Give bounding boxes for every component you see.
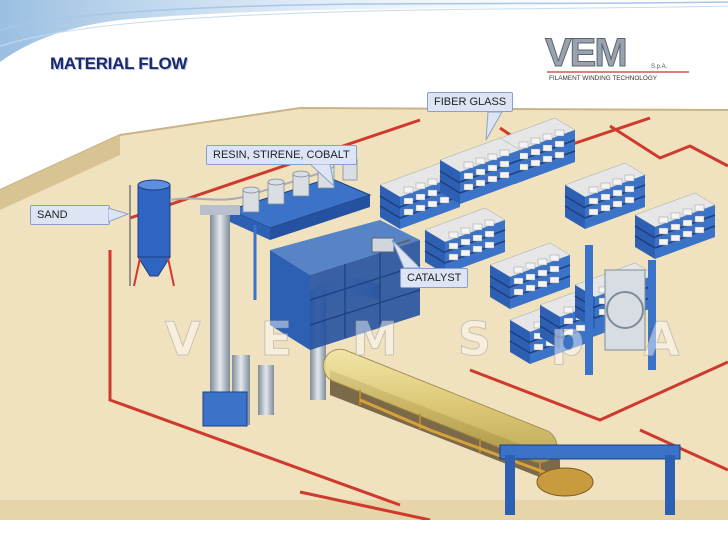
- logo-suffix: S.p.A.: [651, 64, 668, 70]
- impregnation-unit: [270, 220, 421, 350]
- cutting-machine: [585, 245, 656, 375]
- callout-sand-pointer: [108, 207, 130, 223]
- callout-catalyst: CATALYST: [400, 268, 469, 288]
- callout-catalyst-pointer: [391, 239, 422, 269]
- logo-brand: VEM: [545, 31, 626, 75]
- walkway-lines: [108, 116, 728, 520]
- sand-silo: [129, 169, 331, 287]
- header-swoosh: [0, 0, 728, 62]
- callout-resin-pointer: [309, 164, 335, 188]
- watermark: V E M S p A: [165, 312, 702, 367]
- logo-tagline: FILAMENT WINDING TECHNOLOGY: [549, 75, 658, 82]
- callout-fiber-glass: FIBER GLASS: [427, 92, 514, 112]
- plant-illustration: [0, 106, 728, 520]
- callout-sand: SAND: [30, 205, 110, 225]
- bottom-gantry: [499, 444, 681, 515]
- callout-fiber-glass-pointer: [485, 112, 503, 141]
- page-title: MATERIAL FLOW: [50, 54, 188, 73]
- header-band: MATERIAL FLOW VEM S.p.A. FILAMENT WINDIN…: [0, 0, 728, 100]
- callout-resin: RESIN, STIRENE, COBALT: [206, 145, 357, 165]
- vem-logo: VEM S.p.A. FILAMENT WINDING TECHNOLOGY: [545, 31, 689, 82]
- resin-tanks: [213, 156, 372, 300]
